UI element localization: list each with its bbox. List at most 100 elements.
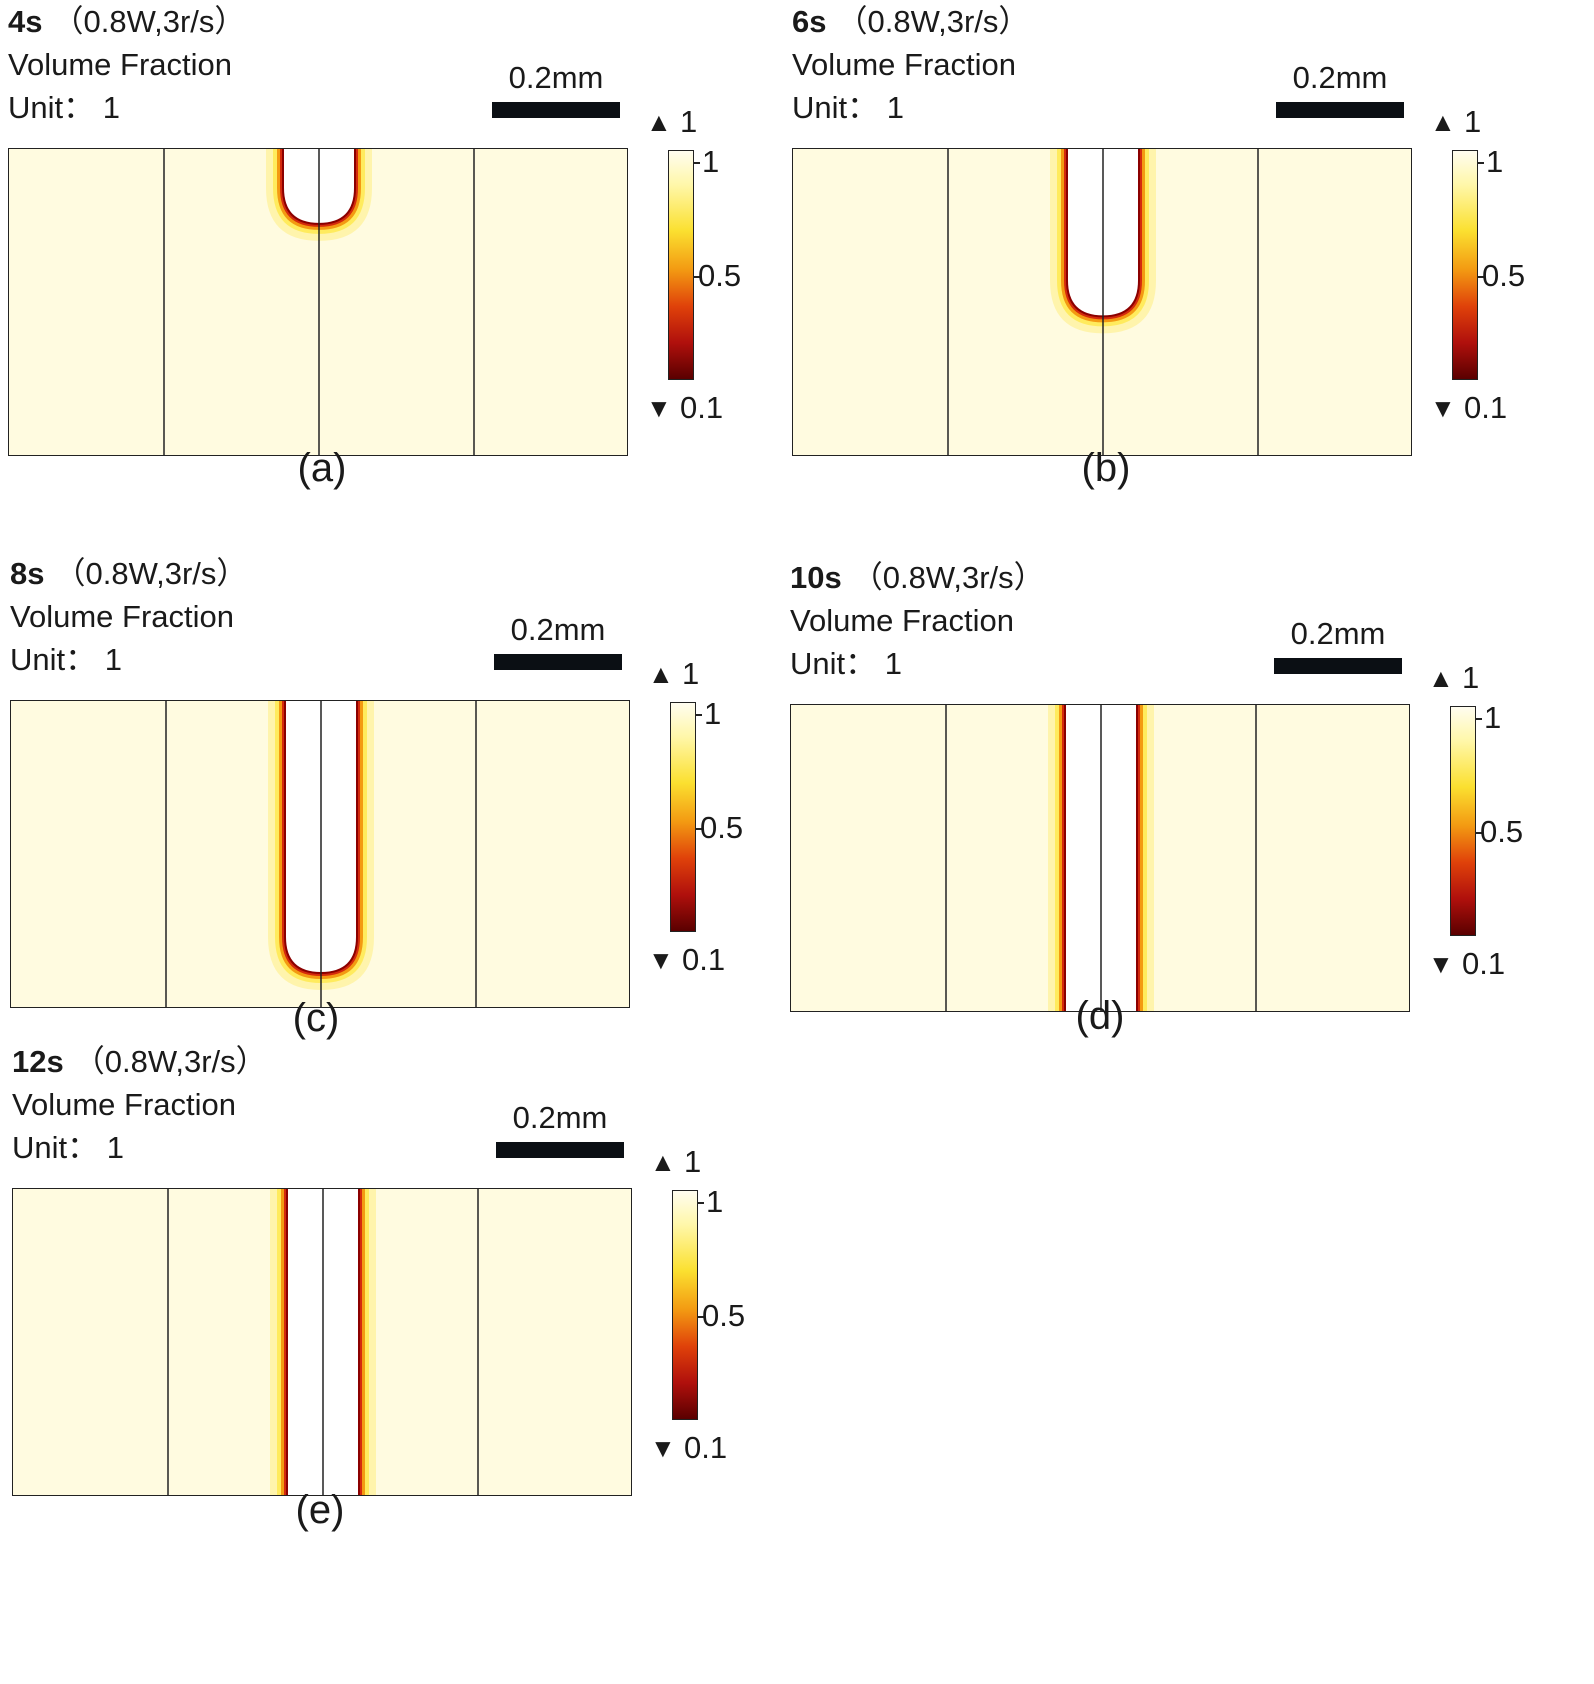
panel-caption: (b) [1081,446,1131,490]
panel-caption: (c) [292,996,340,1040]
colorbar-mid-label: 0.5 [1482,258,1526,293]
min-arrow-icon: ▼ [1428,949,1454,979]
time-line: 12s （0.8W,3r/s） [12,1040,267,1083]
plot-canvas [947,149,1259,455]
quantity-label: Volume Fraction [10,599,234,634]
unit-label: Unit： 1 [790,646,902,681]
time-line: 8s （0.8W,3r/s） [10,552,247,595]
colorbar-top-label: 1 [1484,700,1502,735]
colorbar-max-label: 1 [682,656,700,691]
scale-bar: 0.2mm [492,60,620,124]
colorbar-tick-top [696,714,702,716]
panel-caption: (e) [295,1488,345,1532]
volume-fraction-plot [790,704,1410,1012]
scale-bar: 0.2mm [1274,616,1402,680]
colorbar-max-label: 1 [680,104,698,139]
colorbar-tick-mid [1476,832,1482,834]
colorbar-tick-top [1476,718,1482,720]
min-arrow-icon: ▼ [646,393,672,423]
scale-bar-label: 0.2mm [1290,616,1386,651]
time-label: 8s [10,556,45,591]
unit-label: Unit： 1 [12,1130,124,1165]
volume-fraction-plot [12,1188,632,1496]
params-label: （0.8W,3r/s） [851,560,1045,595]
quantity-label: Volume Fraction [8,47,232,82]
colorbar-mid-label: 0.5 [1480,814,1524,849]
panel-caption: (a) [297,446,347,490]
time-label: 10s [790,560,842,595]
scale-bar: 0.2mm [496,1100,624,1164]
time-label: 12s [12,1044,64,1079]
max-arrow-icon: ▲ [646,107,672,137]
max-arrow-icon: ▲ [650,1147,676,1177]
scale-bar-line [492,102,620,118]
params-label: （0.8W,3r/s） [54,556,248,591]
time-line: 10s （0.8W,3r/s） [790,556,1045,599]
max-arrow-icon: ▲ [1430,107,1456,137]
colorbar-tick-top [694,162,700,164]
scale-bar-line [1276,102,1404,118]
scale-bar: 0.2mm [1276,60,1404,124]
params-label: （0.8W,3r/s） [73,1044,267,1079]
scale-bar: 0.2mm [494,612,622,676]
plot-canvas [165,701,477,1007]
volume-fraction-plot [10,700,630,1008]
colorbar-tick-mid [698,1316,704,1318]
colorbar-top-label: 1 [704,696,722,731]
max-arrow-icon: ▲ [1428,663,1454,693]
colorbar-min-label: 0.1 [684,1430,728,1465]
quantity-label: Volume Fraction [792,47,1016,82]
colorbar-mid-label: 0.5 [700,810,744,845]
colorbar-mid-label: 0.5 [702,1298,746,1333]
colorbar-min-label: 0.1 [680,390,724,425]
unit-label: Unit： 1 [10,642,122,677]
volume-fraction-plot [792,148,1412,456]
params-label: （0.8W,3r/s） [836,4,1030,39]
unit-label: Unit： 1 [8,90,120,125]
scale-bar-label: 0.2mm [512,1100,608,1135]
colorbar-min-label: 0.1 [1462,946,1506,981]
plot-canvas [167,1189,479,1495]
scale-bar-line [494,654,622,670]
colorbar-tick-mid [1478,276,1484,278]
quantity-label: Volume Fraction [790,603,1014,638]
colorbar-top-label: 1 [1486,144,1504,179]
scale-bar-line [496,1142,624,1158]
colorbar-tick-mid [696,828,702,830]
time-label: 4s [8,4,43,39]
quantity-label: Volume Fraction [12,1087,236,1122]
time-line: 4s（0.8W,3r/s） [8,0,245,43]
colorbar-gradient [672,1190,698,1420]
scale-bar-line [1274,658,1402,674]
colorbar-max-label: 1 [1464,104,1482,139]
volume-fraction-plot [8,148,628,456]
colorbar-gradient [1450,706,1476,936]
plot-canvas [945,705,1257,1011]
colorbar-max-label: 1 [1462,660,1480,695]
scale-bar-label: 0.2mm [508,60,604,95]
time-label: 6s [792,4,827,39]
colorbar-max-label: 1 [684,1144,702,1179]
min-arrow-icon: ▼ [1430,393,1456,423]
colorbar-min-label: 0.1 [682,942,726,977]
colorbar-top-label: 1 [702,144,720,179]
colorbar-min-label: 0.1 [1464,390,1508,425]
colorbar-top-label: 1 [706,1184,724,1219]
scale-bar-label: 0.2mm [510,612,606,647]
plot-canvas [163,149,475,455]
max-arrow-icon: ▲ [648,659,674,689]
min-arrow-icon: ▼ [648,945,674,975]
colorbar-tick-top [698,1202,704,1204]
colorbar-tick-mid [694,276,700,278]
